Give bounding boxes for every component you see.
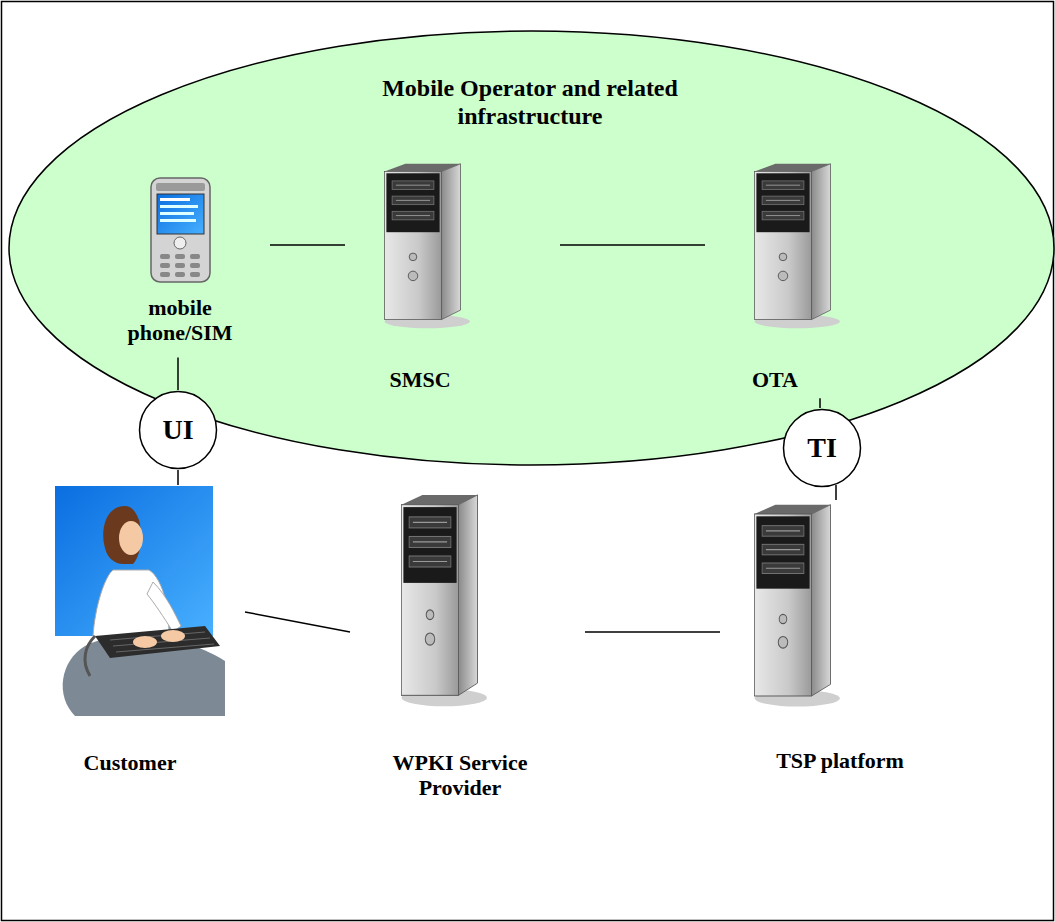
connector-line	[835, 485, 837, 500]
connector-line	[585, 631, 720, 633]
person-icon	[55, 486, 225, 716]
connector-line	[819, 398, 821, 408]
node-label: mobile phone/SIM	[115, 295, 245, 346]
node-label: OTA	[720, 367, 830, 392]
smsc-server-node: SMSC	[360, 160, 480, 392]
node-label: SMSC	[360, 367, 480, 392]
customer-node: Customer	[30, 486, 230, 775]
connector-line	[270, 244, 345, 246]
server-icon	[745, 500, 840, 710]
node-label: Customer	[30, 750, 230, 775]
connector-line	[177, 358, 179, 390]
interface-circle: TI	[782, 408, 862, 488]
mobile-phone-node: mobile phone/SIM	[115, 175, 245, 346]
phone-icon	[148, 175, 213, 285]
connector-line	[560, 244, 705, 246]
node-label: Mobile Operator and related infrastructu…	[380, 75, 680, 130]
server-icon	[392, 490, 487, 710]
node-label: UI	[162, 414, 193, 446]
connector-line	[245, 612, 350, 632]
interface-circle: UI	[138, 390, 218, 470]
server-icon	[375, 160, 470, 331]
node-label: TSP platform	[740, 748, 940, 773]
node-label: WPKI Service Provider	[380, 750, 540, 801]
server-icon	[745, 160, 840, 331]
node-label: TI	[807, 432, 837, 464]
ota-server-node: OTA	[720, 160, 830, 392]
connector-line	[177, 470, 179, 485]
wpki-server-node: WPKI Service Provider	[380, 490, 540, 801]
tsp-server-node: TSP platform	[740, 500, 940, 773]
